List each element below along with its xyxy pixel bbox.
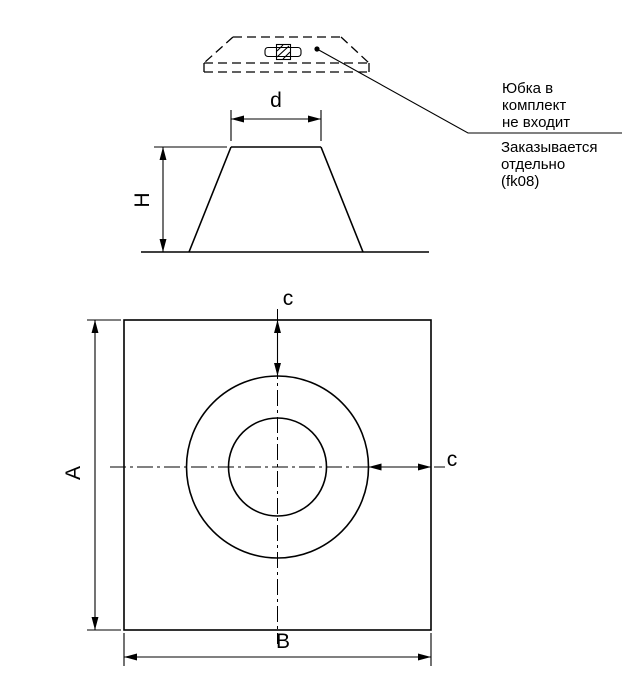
cone-front-view [141, 146, 429, 253]
note-order-line1: Заказывается [501, 139, 597, 156]
clamp-hatch [276, 44, 291, 60]
note-order-line2: отдельно [501, 156, 565, 173]
note-order-line3: (fk08) [501, 173, 539, 190]
skirt-dashed-outline [203, 36, 370, 73]
dimension-c-right: c [368, 448, 458, 471]
clamp-lock-body [275, 43, 292, 61]
dimension-B-label: B [276, 630, 290, 653]
leader-path [316, 48, 622, 134]
clamp-band [264, 46, 302, 58]
dimension-A-label: A [62, 466, 85, 480]
dimension-A: A [62, 319, 121, 631]
dimension-c-top: c [274, 287, 294, 376]
dimension-c-top-label: c [283, 287, 294, 310]
dimension-d-label: d [270, 89, 282, 112]
cone-trapezoid [188, 146, 364, 253]
note-order-separately: Заказывается отдельно (fk08) [501, 139, 597, 190]
note-skirt-line2: комплект [502, 97, 566, 114]
note-skirt-line1: Юбка в [502, 80, 553, 97]
dimension-B-extension-lines [123, 633, 432, 666]
dimension-H-label: H [131, 192, 154, 207]
dimension-H: H [131, 146, 227, 252]
skirt-trapezoid [203, 36, 370, 73]
dimension-d: d [230, 89, 322, 141]
dimension-A-extension-lines [87, 319, 121, 631]
dimension-d-extension-lines [230, 110, 322, 141]
note-skirt-not-included: Юбка в комплект не входит [502, 80, 570, 131]
leader-line [314, 46, 622, 134]
note-skirt-line3: не входит [502, 114, 570, 131]
skirt-clamp-icon [264, 43, 302, 61]
dimension-B: B [123, 630, 432, 666]
dimension-c-right-label: c [447, 448, 458, 471]
